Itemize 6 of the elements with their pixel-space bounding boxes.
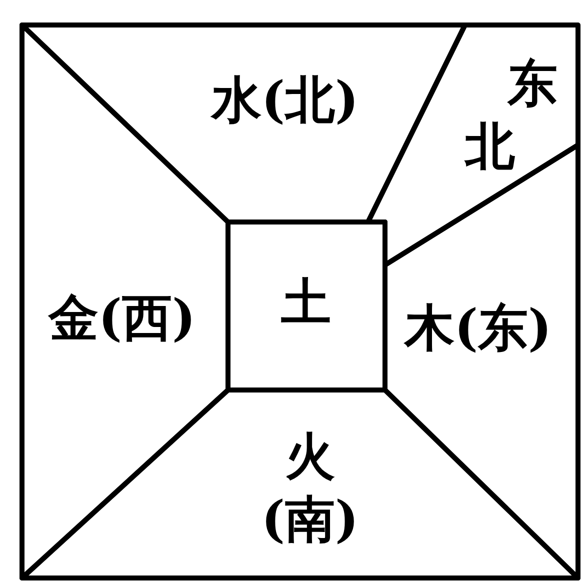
region-label: 木(东) [404, 296, 552, 359]
region-label: 金(西) [48, 286, 196, 349]
region-label: 土 [281, 270, 331, 333]
region-label: 火 (南) [261, 426, 359, 550]
region-label: 水(北) [211, 68, 359, 131]
region-label: 东北 [463, 52, 558, 177]
